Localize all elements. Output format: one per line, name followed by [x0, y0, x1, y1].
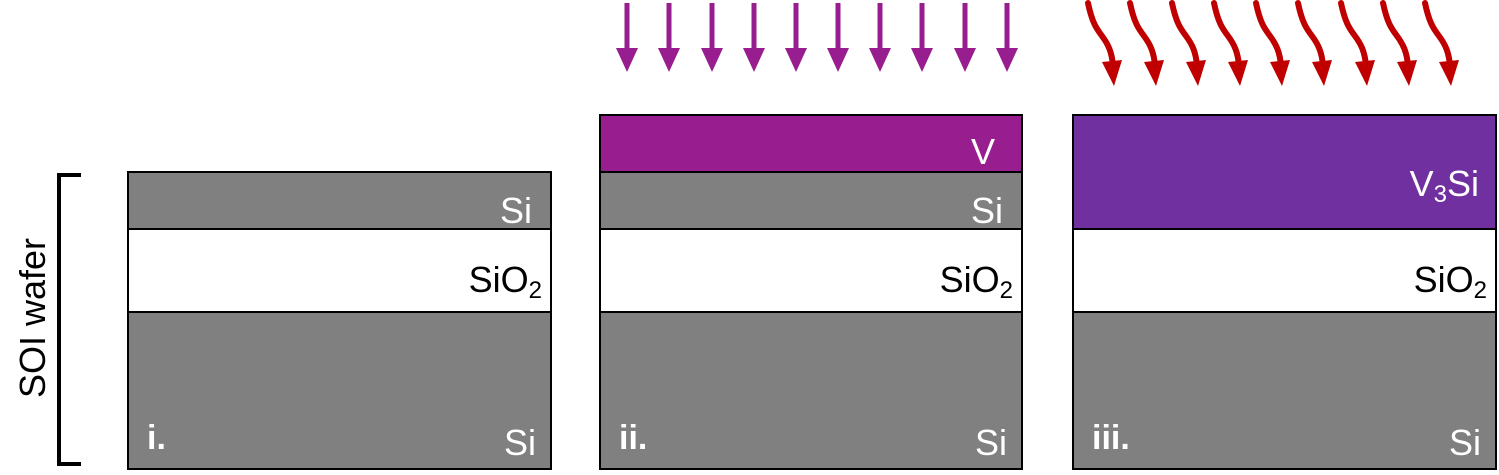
v3si-label: V3Si: [1409, 163, 1479, 208]
wavy-down-arrow-icon: [1380, 0, 1417, 86]
wavy-down-arrow-icon: [1422, 0, 1459, 86]
panel-i: Si SiO2 i. Si: [127, 171, 552, 470]
straight-down-arrow-icon: [954, 3, 976, 72]
substrate-layer: i. Si: [127, 311, 552, 470]
straight-down-arrow-icon: [996, 3, 1018, 72]
substrate-label: Si: [1448, 422, 1481, 463]
wavy-down-arrow-icon: [1127, 0, 1164, 86]
soi-wafer-bracket: [57, 173, 81, 466]
straight-down-arrow-icon: [785, 3, 807, 72]
oxide-label: SiO2: [468, 259, 542, 304]
wavy-down-arrow-icon: [1085, 0, 1122, 86]
wavy-down-arrow-icon: [1295, 0, 1332, 86]
oxide-label: SiO2: [1413, 259, 1487, 304]
substrate-layer: ii. Si: [599, 311, 1023, 470]
oxide-label: SiO2: [939, 259, 1013, 304]
oxide-layer: SiO2: [127, 228, 552, 313]
substrate-layer: iii. Si: [1072, 311, 1497, 470]
wavy-down-arrow-icon: [1338, 0, 1375, 86]
straight-down-arrow-icon: [616, 3, 638, 72]
top-silicon-label: Si: [970, 190, 1003, 231]
vanadium-label: V: [970, 131, 995, 172]
oxide-layer: SiO2: [1072, 228, 1497, 313]
straight-down-arrow-icon: [911, 3, 933, 72]
straight-down-arrow-icon: [743, 3, 765, 72]
panel-ii: V Si SiO2 ii. Si: [599, 114, 1023, 470]
step-label: ii.: [619, 419, 648, 457]
step-label: i.: [147, 419, 166, 457]
top-silicon-label: Si: [499, 190, 532, 231]
substrate-label: Si: [974, 422, 1007, 463]
step-label: iii.: [1092, 419, 1130, 457]
straight-down-arrow-icon: [701, 3, 723, 72]
straight-down-arrow-icon: [869, 3, 891, 72]
top-silicon-layer: Si: [599, 171, 1023, 230]
wavy-down-arrow-icon: [1211, 0, 1248, 86]
wavy-down-arrow-icon: [1169, 0, 1206, 86]
straight-down-arrow-icon: [658, 3, 680, 72]
substrate-label: Si: [503, 422, 536, 463]
wavy-down-arrow-icon: [1253, 0, 1290, 86]
straight-down-arrow-icon: [827, 3, 849, 72]
panel-iii: V3Si SiO2 iii. Si: [1072, 114, 1497, 470]
top-silicon-layer: Si: [127, 171, 552, 230]
